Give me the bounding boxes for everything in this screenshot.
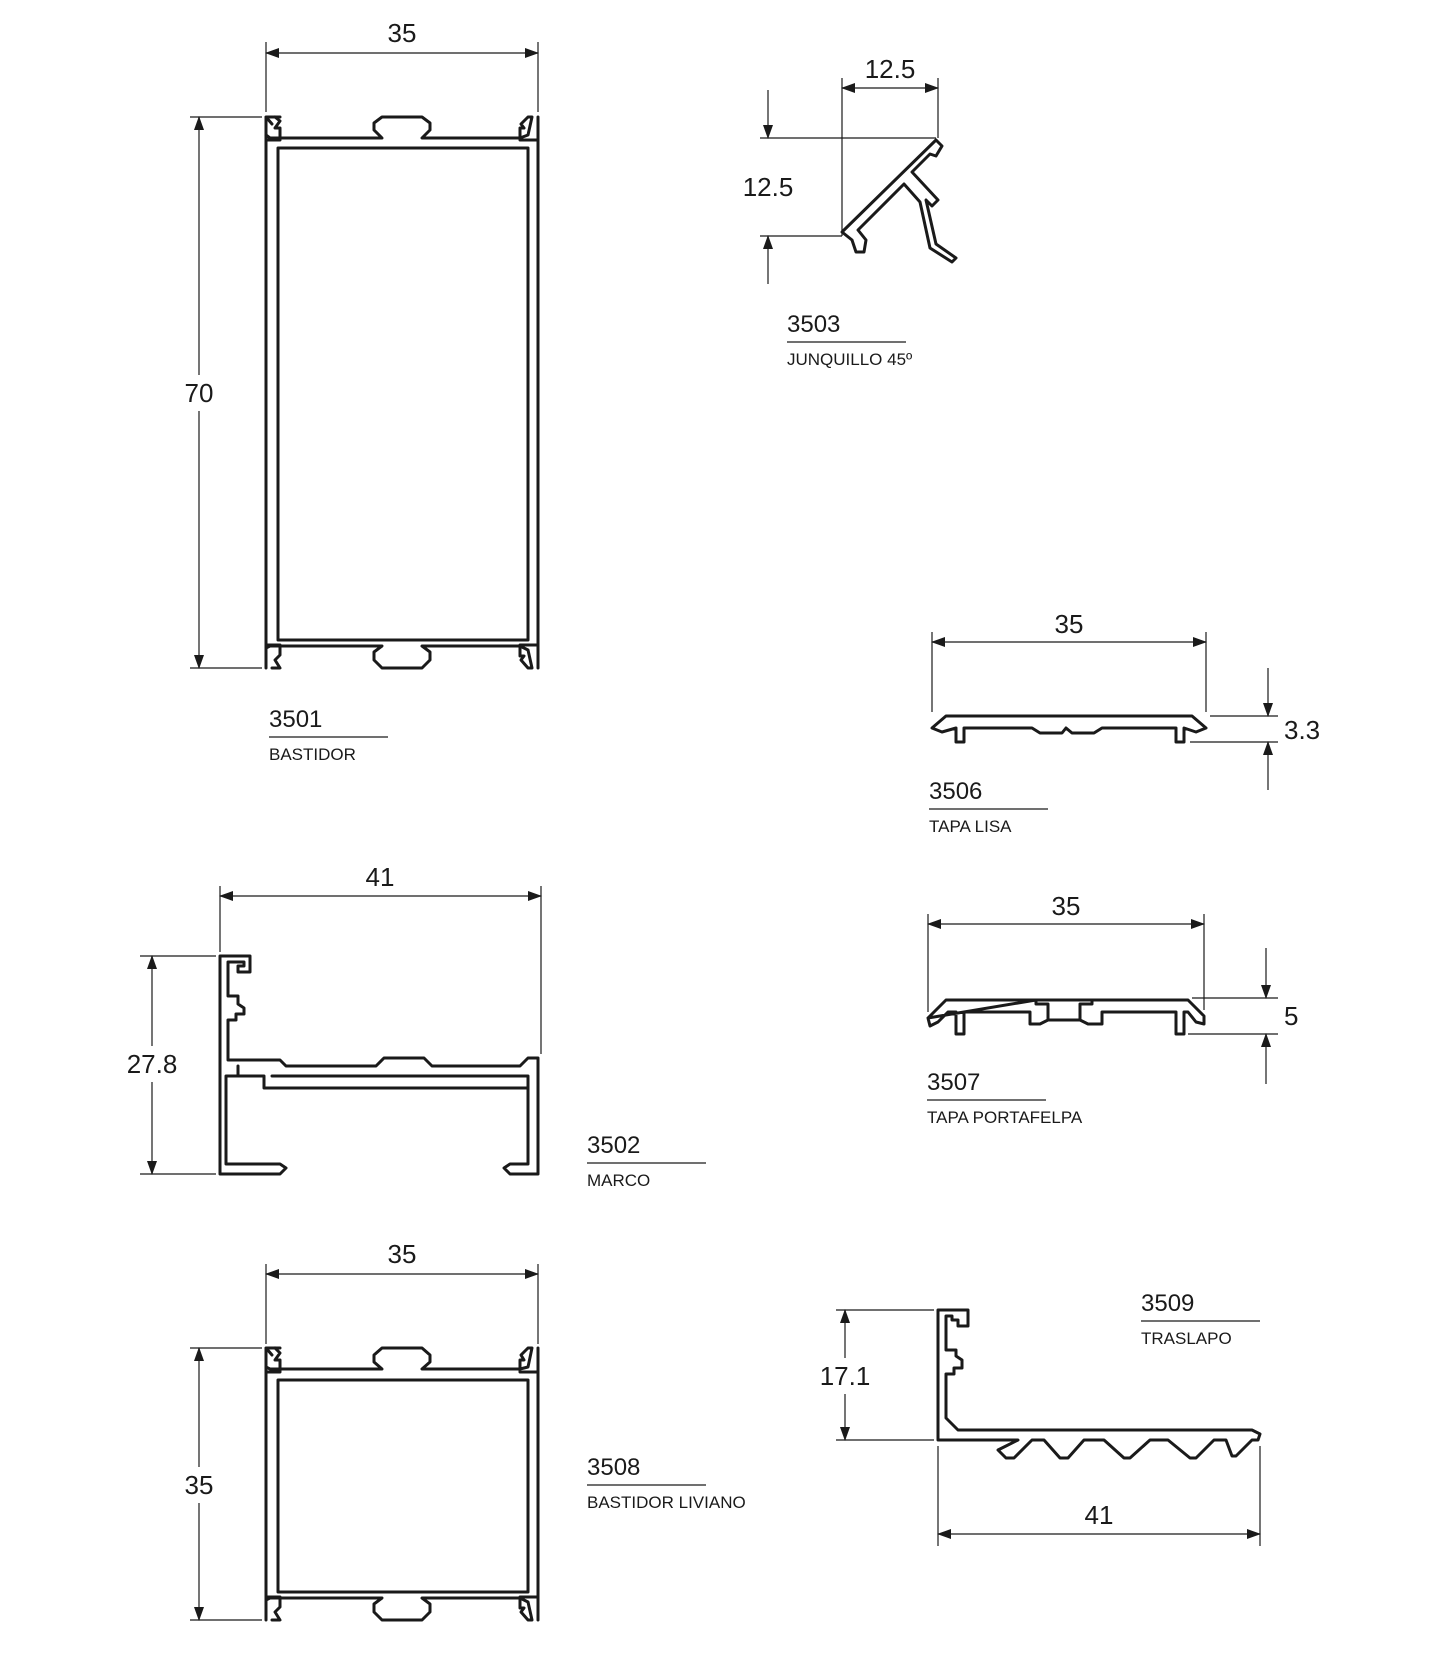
profile-3507: 35 5 3507 TAPA PORTAFELPA	[926, 891, 1298, 1127]
height-dim-label: 5	[1284, 1001, 1298, 1031]
height-dim-label: 3.3	[1284, 715, 1320, 745]
profile-3507-outline	[926, 998, 1206, 1036]
profile-code: 3508	[587, 1454, 640, 1481]
profile-3506: 35 3.3 3506 TAPA LISA	[929, 609, 1320, 836]
profile-3502-outline	[218, 954, 540, 1176]
profile-code: 3509	[1141, 1290, 1194, 1317]
profile-name: TAPA LISA	[929, 817, 1012, 836]
height-dim-label: 17.1	[820, 1361, 871, 1391]
label-bg	[180, 375, 220, 411]
profile-code: 3503	[787, 311, 840, 338]
width-dim-label: 35	[1055, 609, 1084, 639]
profile-name: BASTIDOR	[269, 745, 356, 764]
height-dim-label: 27.8	[127, 1049, 178, 1079]
width-dim-label: 35	[388, 18, 417, 48]
profile-3508: 35 35 3508 BASTIDOR LIVIANO	[180, 1239, 746, 1622]
profile-name: TAPA PORTAFELPA	[927, 1108, 1083, 1127]
height-dim-label: 12.5	[743, 172, 794, 202]
profile-name: MARCO	[587, 1171, 650, 1190]
width-dim-label: 35	[1052, 891, 1081, 921]
height-dim-label: 70	[185, 378, 214, 408]
label-bg	[122, 1046, 182, 1082]
profile-name: BASTIDOR LIVIANO	[587, 1493, 746, 1512]
profile-3503: 12.5 12.5 3503 JUNQUILLO 45º	[743, 54, 958, 369]
width-dim-label: 41	[366, 862, 395, 892]
width-dim-label: 41	[1085, 1500, 1114, 1530]
profile-3503-outline	[840, 138, 958, 264]
label-bg	[815, 1358, 875, 1394]
profile-name: JUNQUILLO 45º	[787, 350, 912, 369]
profile-3501-outline	[264, 115, 540, 670]
profile-code: 3506	[929, 778, 982, 805]
profile-code: 3502	[587, 1132, 640, 1159]
profile-3506-outline	[930, 714, 1208, 744]
height-dim-label: 35	[185, 1470, 214, 1500]
label-bg	[180, 1467, 220, 1503]
profile-3502: 41 27.8 3502 MARCO	[122, 862, 706, 1190]
profile-code: 3507	[927, 1069, 980, 1096]
profile-3509-outline	[936, 1308, 1262, 1460]
profile-3501: 35 70 3501 BASTIDOR	[180, 18, 540, 764]
profile-name: TRASLAPO	[1141, 1329, 1232, 1348]
width-dim-label: 35	[388, 1239, 417, 1269]
width-dim-label: 12.5	[865, 54, 916, 84]
profile-code: 3501	[269, 706, 322, 733]
profile-3509: 17.1 41 3509 TRASLAPO	[815, 1290, 1262, 1546]
profile-3508-outline	[264, 1346, 540, 1622]
